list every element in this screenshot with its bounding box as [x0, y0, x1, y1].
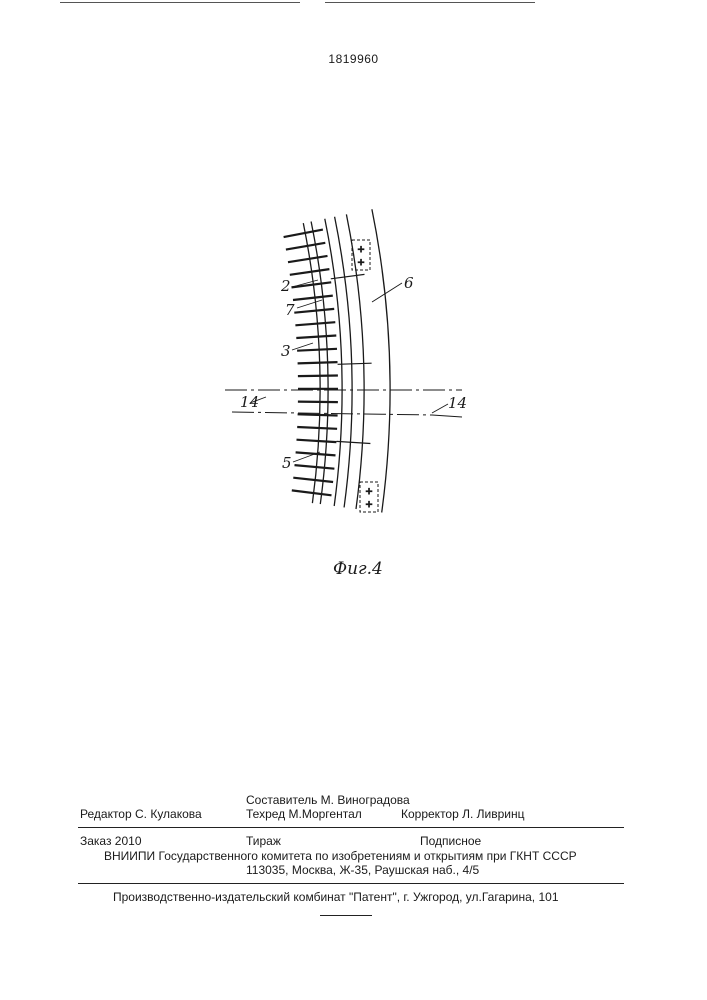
- circulation-line: Тираж: [246, 834, 281, 848]
- rib: [293, 296, 333, 300]
- rib: [295, 465, 335, 469]
- address-line: 113035, Москва, Ж-35, Раушская наб., 4/5: [246, 863, 479, 877]
- terminal-mark: +: [357, 258, 365, 268]
- rib: [298, 376, 338, 377]
- vniipi-line: ВНИИПИ Государственного комитета по изоб…: [104, 849, 577, 863]
- label-3: 3: [281, 342, 291, 360]
- techred-line: Техред М.Моргентал: [246, 807, 362, 821]
- label-14-left: 14: [240, 393, 259, 411]
- rib: [297, 440, 337, 442]
- cross-rib: [338, 363, 372, 364]
- rib: [298, 414, 338, 415]
- label-5: 5: [282, 454, 292, 472]
- subscription-line: Подписное: [420, 834, 481, 848]
- rib: [295, 322, 335, 325]
- rib: [298, 402, 338, 403]
- compiler-line: Составитель М. Виноградова: [246, 793, 410, 807]
- bottom-short-rule: [320, 915, 372, 916]
- rib: [292, 282, 332, 287]
- rib: [292, 490, 332, 495]
- divider-2: [78, 883, 624, 884]
- divider-1: [78, 827, 624, 828]
- label-14-right: 14: [448, 394, 467, 412]
- cross-rib: [331, 274, 365, 278]
- order-line: Заказ 2010: [80, 834, 142, 848]
- outer-arc: [372, 209, 390, 512]
- section-line-14: [225, 390, 462, 417]
- rib: [294, 309, 334, 313]
- figure-caption: Фиг.4: [333, 559, 383, 579]
- rib: [298, 362, 338, 363]
- label-6: 6: [404, 274, 414, 292]
- junction-boxes: + + + +: [352, 240, 378, 512]
- terminal-mark: +: [365, 500, 373, 510]
- label-leaders: [250, 280, 448, 462]
- rib: [297, 349, 337, 351]
- terminal-mark: +: [365, 487, 373, 497]
- editor-line: Редактор С. Кулакова: [80, 807, 202, 821]
- corrector-line: Корректор Л. Ливринц: [401, 807, 525, 821]
- ribs: [284, 230, 372, 496]
- rib: [284, 230, 323, 238]
- cross-rib: [337, 441, 371, 443]
- rib: [296, 336, 336, 339]
- rib: [297, 427, 337, 429]
- label-2: 2: [280, 277, 291, 295]
- label-7: 7: [285, 301, 295, 319]
- publisher-line: Производственно-издательский комбинат "П…: [113, 890, 559, 904]
- rib: [293, 478, 333, 482]
- rib: [288, 256, 328, 262]
- terminal-mark: +: [357, 245, 365, 255]
- rib: [286, 243, 325, 250]
- rib: [290, 269, 330, 275]
